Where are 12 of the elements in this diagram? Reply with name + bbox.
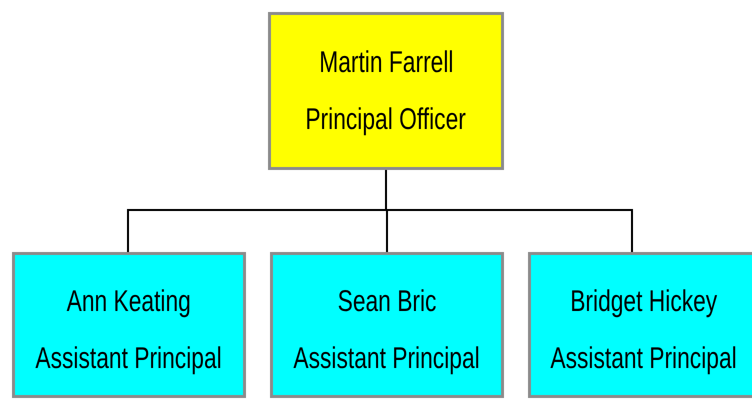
person-name: Ann Keating [66, 284, 192, 320]
job-title: Assistant Principal [550, 341, 738, 377]
staff-box [528, 252, 752, 398]
staff-box [12, 252, 246, 398]
manager-box [268, 12, 504, 170]
staff-box [270, 252, 504, 398]
job-title: Assistant Principal [36, 341, 222, 377]
person-name: Bridget Hickey [570, 284, 718, 320]
job-title: Assistant Principal [294, 341, 480, 377]
job-title: Principal Officer [306, 102, 466, 138]
person-name: Martin Farrell [318, 45, 454, 81]
person-name: Sean Bric [338, 284, 436, 320]
